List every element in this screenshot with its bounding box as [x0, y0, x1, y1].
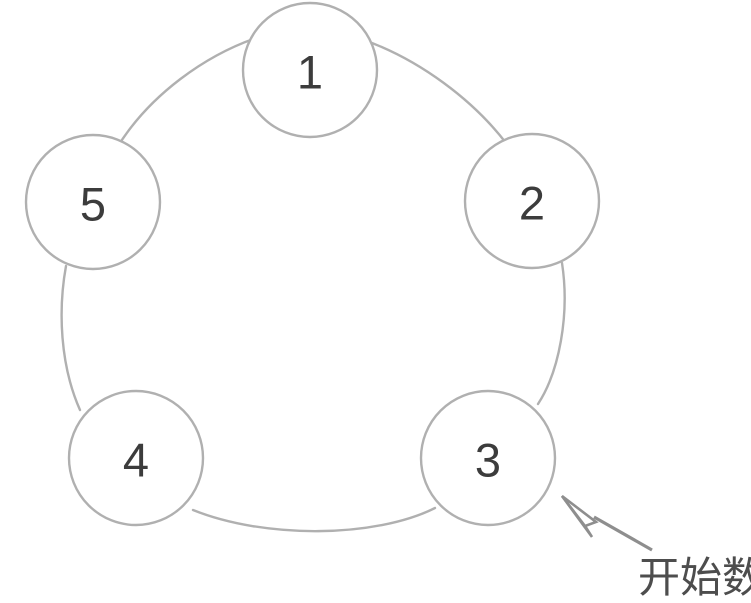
- node-1-circle[interactable]: [241, 1, 379, 139]
- node-3-label: 3: [475, 434, 501, 487]
- node-2[interactable]: 2: [463, 132, 601, 270]
- node-5-label: 5: [80, 178, 106, 231]
- node-4-label: 4: [123, 434, 149, 487]
- edge-group: [60, 35, 566, 533]
- node-5-circle[interactable]: [24, 133, 162, 271]
- pointer-shaft: [593, 515, 653, 552]
- node-4-circle[interactable]: [67, 389, 205, 527]
- start-count-annotation-label: 开始数: [638, 553, 751, 602]
- node-4[interactable]: 4: [67, 389, 205, 527]
- annotation-pointer: [560, 494, 653, 552]
- edge-2-3: [536, 261, 566, 406]
- arrow-head-inner-icon: [560, 495, 587, 527]
- node-3-circle[interactable]: [419, 389, 557, 527]
- node-group: 1 2 3 4 5: [24, 1, 601, 527]
- edge-1-2: [362, 38, 508, 145]
- node-2-circle[interactable]: [463, 132, 601, 270]
- edge-4-5: [60, 264, 82, 412]
- node-1-label: 1: [297, 46, 323, 99]
- node-3[interactable]: 3: [419, 389, 557, 527]
- node-1[interactable]: 1: [241, 1, 379, 139]
- node-2-label: 2: [519, 177, 545, 230]
- node-5[interactable]: 5: [24, 133, 162, 271]
- edge-3-4: [191, 506, 437, 533]
- edge-5-1: [116, 35, 261, 148]
